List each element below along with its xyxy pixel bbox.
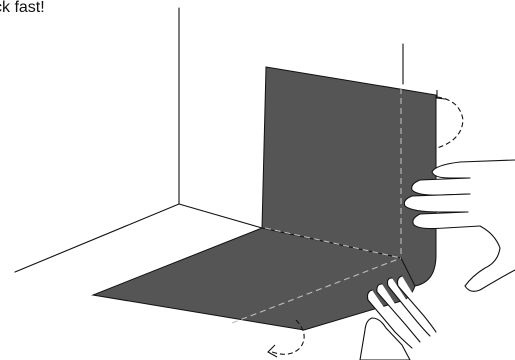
fold-lines <box>231 88 402 324</box>
corner-left-floor-line <box>14 203 180 273</box>
hand-icon-right <box>403 159 515 292</box>
instruction-caption: ck fast! <box>0 0 45 16</box>
corner-right-floor-line <box>178 203 263 229</box>
rotate-arrow-icon-bottom <box>267 319 305 358</box>
hand-icon-bottom <box>359 275 437 360</box>
floor-sheet <box>91 227 416 331</box>
room-corner-lines <box>14 7 404 273</box>
fold-line-corner <box>264 227 402 259</box>
rotate-arrow-icon-top <box>436 90 464 149</box>
fold-line-floor <box>231 257 402 324</box>
